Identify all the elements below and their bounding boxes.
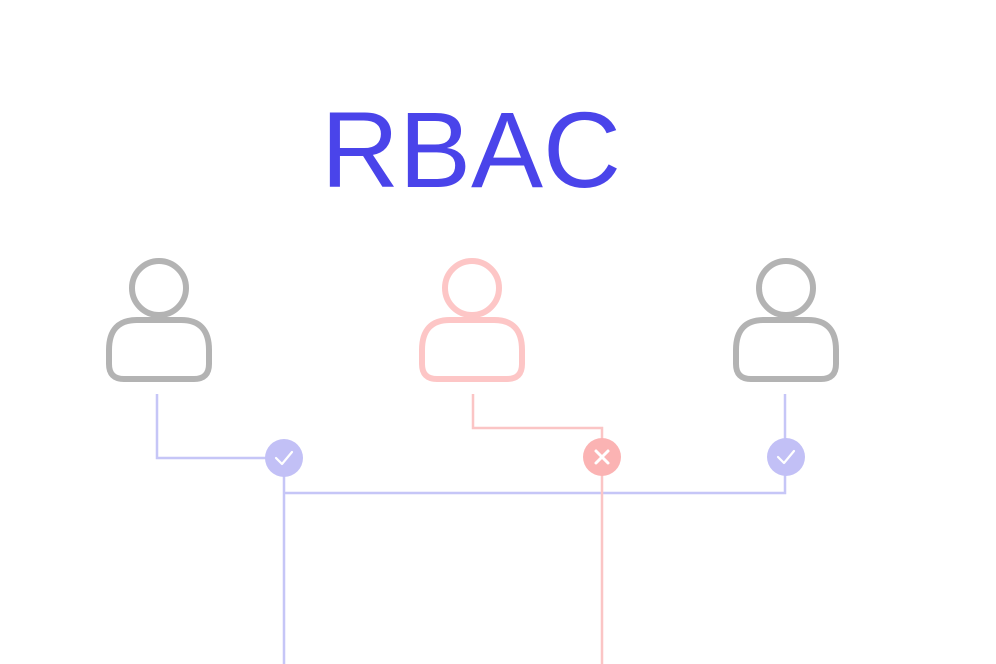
diagram-title: RBAC bbox=[321, 89, 621, 210]
connector-center-user bbox=[471, 394, 604, 664]
connectors bbox=[155, 394, 787, 664]
check-icon bbox=[274, 450, 294, 466]
close-icon bbox=[594, 449, 610, 465]
user-left-icon bbox=[106, 258, 212, 382]
check-icon bbox=[776, 449, 796, 465]
check-badge-left bbox=[265, 439, 303, 477]
connector-left-user bbox=[155, 394, 284, 460]
check-badge-right bbox=[767, 438, 805, 476]
user-center-icon bbox=[419, 258, 525, 382]
deny-badge-center bbox=[583, 438, 621, 476]
user-right-icon bbox=[733, 258, 839, 382]
connector-allowed-bus bbox=[284, 458, 787, 495]
